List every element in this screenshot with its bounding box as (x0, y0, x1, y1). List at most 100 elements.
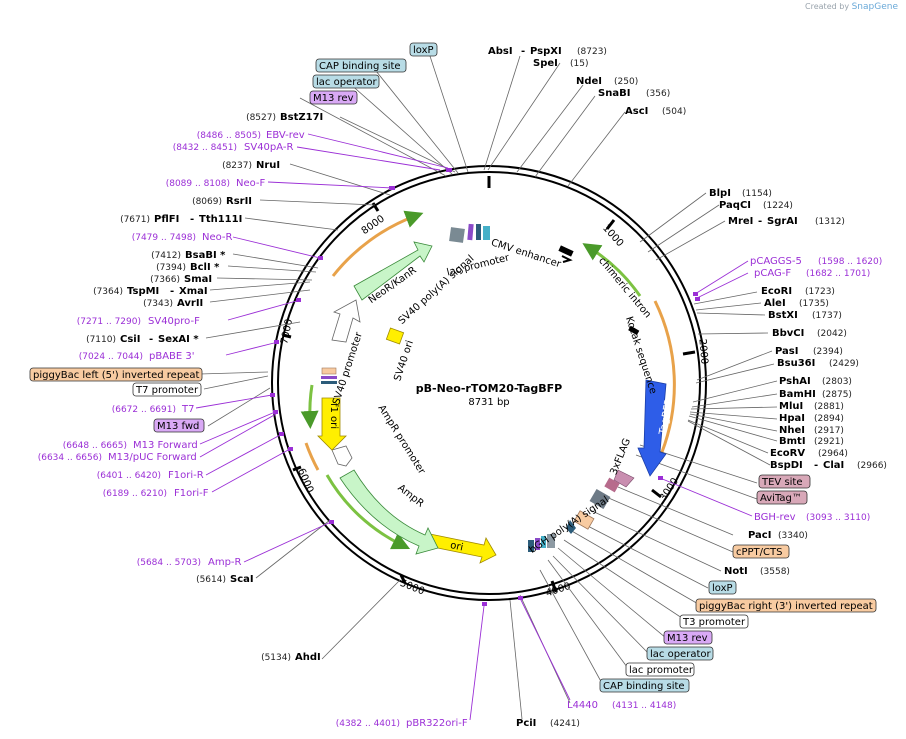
tick-4000: 4000 (544, 580, 572, 599)
svg-text:(2966): (2966) (857, 461, 887, 471)
snapgene-logo: SnapGene (851, 2, 898, 12)
svg-text:BstZ17I: BstZ17I (280, 112, 323, 123)
enzyme-srgai[interactable]: MreI-SgrAI(1312) (728, 216, 845, 227)
svg-text:(6648 .. 6665): (6648 .. 6665) (63, 441, 127, 451)
enzyme-ahdi[interactable]: (5134)AhdI (261, 652, 321, 663)
svg-text:(7024 .. 7044): (7024 .. 7044) (79, 352, 143, 362)
enzyme-alei[interactable]: AleI(1735) (764, 298, 829, 309)
svg-text:(1312): (1312) (815, 217, 845, 227)
enzyme-ndei[interactable]: NdeI(250) (576, 76, 638, 87)
feature-label-tev[interactable]: TEV site (758, 474, 811, 489)
label-ampr-promoter: AmpR promoter (375, 403, 427, 477)
enzyme-rsrii[interactable]: (8069)RsrII (192, 196, 252, 207)
feature-label-lacop-top[interactable]: lac operator (312, 74, 380, 89)
enzyme-pcii[interactable]: PciI(4241) (516, 718, 580, 729)
svg-text:piggyBac left (5') inverted re: piggyBac left (5') inverted repeat (33, 370, 199, 381)
svg-text:(250): (250) (614, 77, 638, 87)
primer-neo-f[interactable]: (8089 .. 8108)Neo-F (166, 178, 266, 189)
enzyme-bbvci[interactable]: BbvCI(2042) (772, 328, 847, 339)
feature-label-m13rev-bottom[interactable]: M13 rev (663, 630, 713, 645)
feature-cmv-promoter (561, 255, 573, 263)
primer-f1ori-r[interactable]: (6401 .. 6420)F1ori-R (97, 470, 204, 481)
enzyme-spei[interactable]: SpeI(15) (533, 58, 588, 69)
svg-text:-: - (814, 460, 818, 471)
primer-ebv-rev[interactable]: (8486 .. 8505)EBV-rev (197, 130, 305, 141)
enzyme-clai[interactable]: BspDI-ClaI(2966) (770, 460, 887, 471)
svg-text:(1154): (1154) (742, 189, 772, 199)
primer-amp-r[interactable]: (5684 .. 5703)Amp-R (137, 557, 242, 568)
primer-pcaggs-5[interactable]: pCAGGS-5(1598 .. 1620) (750, 256, 882, 267)
svg-text:(5684 .. 5703): (5684 .. 5703) (137, 558, 201, 568)
enzyme-paci[interactable]: PacI(3340) (748, 530, 808, 541)
feature-label-lacprom-bottom[interactable]: lac promoter (625, 662, 695, 677)
enzyme-avrii[interactable]: (7343)AvrII (143, 298, 203, 309)
feature-label-t7-left[interactable]: T7 promoter (132, 382, 202, 397)
primer-neo-r[interactable]: (7479 .. 7498)Neo-R (132, 232, 233, 243)
enzyme-xmai[interactable]: (7364)TspMI-XmaI (93, 286, 208, 297)
enzyme-hpai[interactable]: HpaI(2894) (779, 413, 844, 424)
primer-m13puc-forward[interactable]: (6634 .. 6656)M13/pUC Forward (38, 452, 197, 463)
green-arc-ampr (325, 474, 411, 550)
primer-t7[interactable]: (6672 .. 6691)T7 (112, 404, 195, 415)
feature-label-loxp-top[interactable]: loxP (409, 42, 438, 57)
enzyme-pshai[interactable]: PshAI(2803) (779, 376, 852, 387)
enzyme-scai[interactable]: (5614)ScaI (196, 574, 254, 585)
feature-label-piggybac-left[interactable]: piggyBac left (5') inverted repeat (29, 367, 203, 382)
enzyme-nhei[interactable]: NheI(2917) (779, 425, 844, 436)
primer-m13-forward[interactable]: (6648 .. 6665)M13 Forward (63, 440, 198, 451)
tick-label-5000: 5000 (398, 578, 426, 598)
primer-sv40pro-f[interactable]: (7271 .. 7290)SV40pro-F (77, 316, 200, 327)
primer-pcag-f[interactable]: pCAG-F(1682 .. 1701) (754, 268, 870, 279)
svg-text:TEV site: TEV site (761, 477, 803, 488)
feature-paci-mark (566, 520, 576, 534)
tick-label-1000: 1000 (600, 223, 625, 249)
svg-text:(8237): (8237) (222, 161, 252, 171)
enzyme-bmti[interactable]: BmtI(2921) (779, 436, 844, 447)
enzyme-bsabi[interactable]: (7412)BsaBI * (151, 250, 226, 261)
primer-f1ori-f[interactable]: (6189 .. 6210)F1ori-F (103, 488, 209, 499)
enzyme-bsu36i[interactable]: Bsu36I(2429) (777, 358, 859, 369)
enzyme-pasi[interactable]: PasI(2394) (775, 346, 843, 357)
svg-text:AscI: AscI (625, 106, 648, 117)
enzyme-noti[interactable]: NotI(3558) (724, 566, 790, 577)
svg-text:SpeI: SpeI (533, 58, 558, 69)
primer-bgh-rev[interactable]: BGH-rev(3093 .. 3110) (754, 512, 870, 523)
enzyme-snabi[interactable]: SnaBI(356) (598, 88, 670, 99)
enzyme-smai[interactable]: (7366)SmaI (150, 274, 212, 285)
feature-label-piggybac-right[interactable]: piggyBac right (3') inverted repeat (695, 598, 877, 613)
primer-l4440[interactable]: L4440(4131 .. 4148) (567, 700, 676, 711)
enzyme-tth111i[interactable]: (7671)PflFI-Tth111I (120, 214, 242, 225)
enzyme-bcli[interactable]: (7394)BclI * (156, 262, 220, 273)
feature-label-cppt[interactable]: cPPT/CTS (732, 544, 790, 559)
feature-label-t3[interactable]: T3 promoter (679, 614, 749, 629)
primer-lines (195, 133, 753, 721)
enzyme-ecori[interactable]: EcoRI(1723) (761, 286, 835, 297)
feature-label-m13rev-top[interactable]: M13 rev (309, 90, 358, 105)
enzyme-absi-pspxi[interactable]: AbsI - PspXI (8723) (488, 46, 607, 57)
enzyme-paqci[interactable]: PaqCI(1224) (719, 200, 793, 211)
feature-label-loxp-bottom[interactable]: loxP (708, 580, 737, 595)
enzyme-ecorv[interactable]: EcoRV(2964) (770, 448, 848, 459)
enzyme-blpi[interactable]: BlpI(1154) (709, 188, 772, 199)
enzyme-bamhi[interactable]: BamHI(2875) (779, 389, 852, 400)
feature-label-cap-bottom[interactable]: CAP binding site (599, 678, 690, 693)
svg-text:BGH-rev: BGH-rev (754, 512, 796, 523)
enzyme-bstz17i[interactable]: (8527)BstZ17I (246, 112, 323, 123)
enzyme-asci[interactable]: AscI(504) (625, 106, 686, 117)
svg-text:(2917): (2917) (814, 426, 844, 436)
feature-label-cap-top[interactable]: CAP binding site (315, 58, 407, 73)
enzyme-nrui[interactable]: (8237)NruI (222, 160, 280, 171)
svg-text:PciI: PciI (516, 718, 536, 729)
primer-pbabe3[interactable]: (7024 .. 7044)pBABE 3' (79, 351, 195, 362)
svg-text:(6672 .. 6691): (6672 .. 6691) (112, 405, 176, 415)
feature-label-m13fwd-left[interactable]: M13 fwd (153, 418, 205, 433)
feature-label-lacop-bottom[interactable]: lac operator (646, 646, 714, 661)
primer-pbr322ori-f[interactable]: (4382 .. 4401)pBR322ori-F (336, 718, 468, 729)
enzyme-bstxi[interactable]: BstXI(1737) (768, 310, 842, 321)
feature-label-avitag[interactable]: AviTag™ (756, 490, 808, 505)
primer-sv40pa-r[interactable]: (8432 .. 8451)SV40pA-R (173, 142, 294, 153)
enzyme-mlui[interactable]: MluI(2881) (779, 401, 844, 412)
enzyme-sexai[interactable]: (7110)CsiI-SexAI * (86, 334, 199, 345)
svg-text:PshAI: PshAI (779, 376, 811, 387)
